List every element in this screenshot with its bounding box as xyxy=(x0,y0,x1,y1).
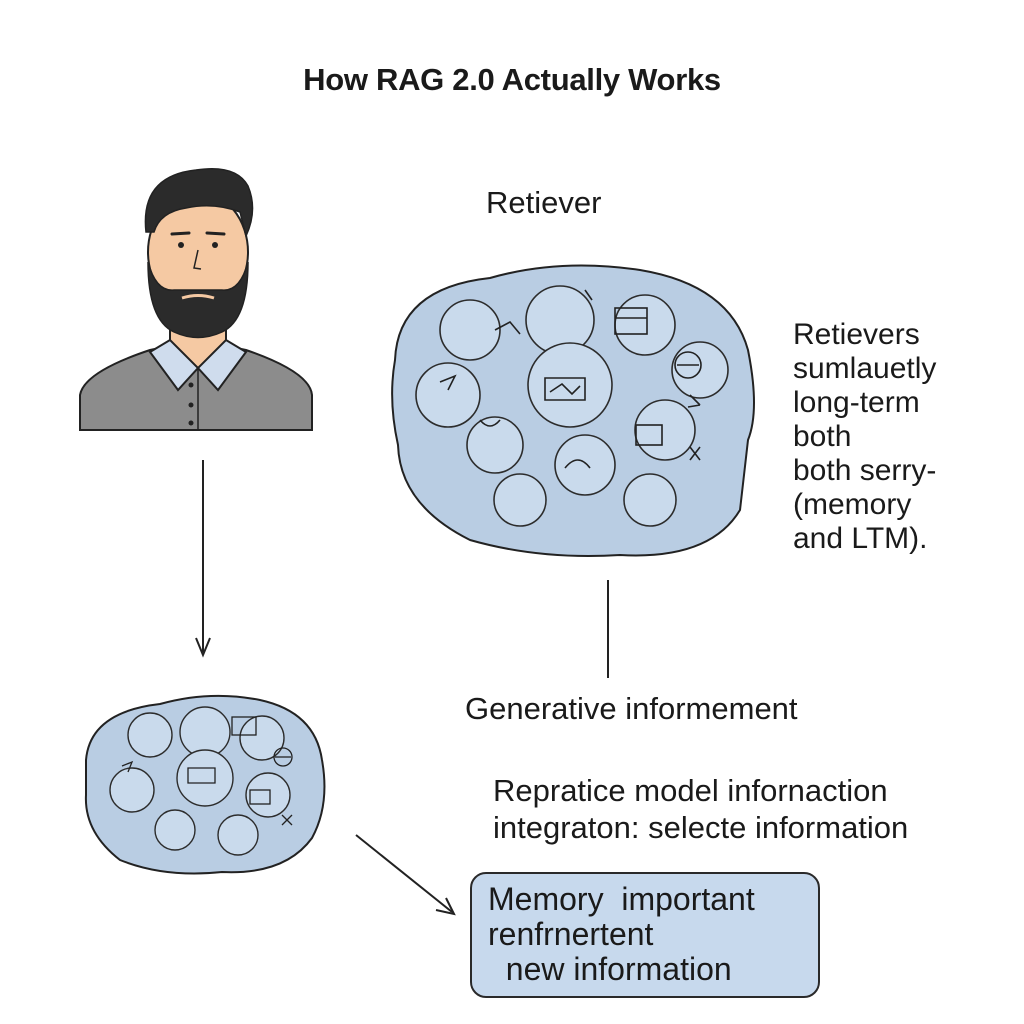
side-text-line: sumlauetly xyxy=(793,352,937,385)
integration-description: Repratice model infornaction integraton:… xyxy=(493,772,908,846)
arrow-diagonal-icon xyxy=(355,834,456,916)
side-text-line: (memory xyxy=(793,488,912,521)
side-text-line: both xyxy=(793,420,852,453)
description-line: Repratice model infornaction xyxy=(493,773,888,808)
person-avatar-icon xyxy=(79,168,313,431)
side-text-line: long-term xyxy=(793,386,920,419)
retriever-side-text: Retievers sumlauetly long-term both both… xyxy=(793,318,936,556)
arrow-down-icon xyxy=(195,460,211,658)
brain-icon xyxy=(84,694,326,875)
retriever-label: Retiever xyxy=(486,185,602,220)
side-text-line: Retievers xyxy=(793,318,920,351)
result-box-line: new information xyxy=(488,951,732,987)
result-box-line: renfrnertent xyxy=(488,916,654,952)
result-box-line: Memory important xyxy=(488,881,755,917)
side-text-line: and LTM). xyxy=(793,522,928,555)
diagram-title: How RAG 2.0 Actually Works xyxy=(303,62,721,97)
description-line: integraton: selecte information xyxy=(493,810,909,845)
result-box: Memory important renfrnertent new inform… xyxy=(470,872,820,998)
brain-icon xyxy=(391,264,755,557)
generative-label: Generative informement xyxy=(465,691,798,726)
side-text-line: both serry- xyxy=(793,454,937,487)
